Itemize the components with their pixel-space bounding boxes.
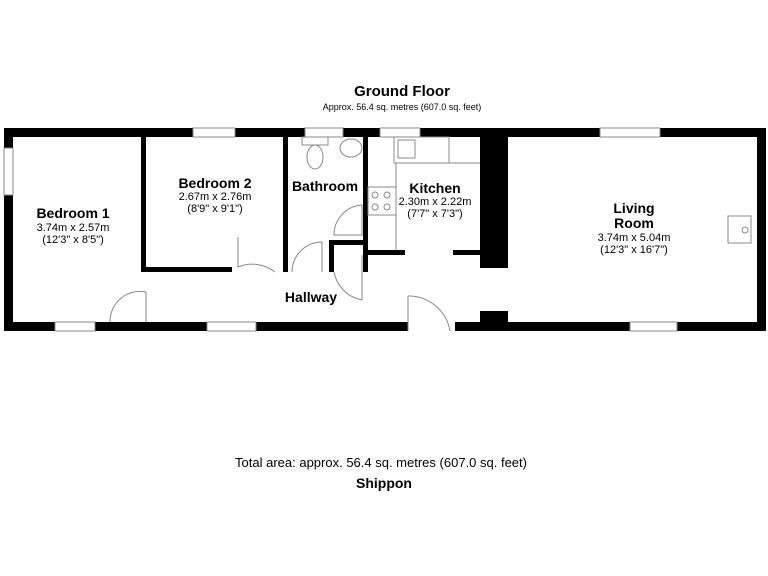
bedroom1-label: Bedroom 1 (36, 205, 110, 221)
fixtures (301, 136, 752, 250)
kitchen-label: Kitchen (409, 180, 461, 196)
kitchen-imperial: (7'7" x 7'3") (407, 208, 463, 220)
kitchen-metric: 2.30m x 2.22m (398, 196, 472, 208)
floor-title: Ground Floor (354, 83, 450, 100)
living-imperial: (12'3" x 16'7") (600, 244, 668, 256)
total-area: Total area: approx. 56.4 sq. metres (607… (235, 455, 527, 470)
hallway-label: Hallway (284, 289, 338, 305)
living-label-1: Living (613, 200, 655, 216)
bedroom2-label: Bedroom 2 (178, 175, 252, 191)
bedroom1-imperial: (12'3" x 8'5") (42, 234, 104, 246)
doors (109, 237, 451, 332)
bedroom2-metric: 2.67m x 2.76m (178, 191, 252, 203)
living-metric: 3.74m x 5.04m (597, 232, 671, 244)
bathroom-label: Bathroom (291, 178, 359, 194)
property-name: Shippon (356, 475, 412, 491)
bedroom1-metric: 3.74m x 2.57m (36, 222, 110, 234)
floor-area: Approx. 56.4 sq. metres (607.0 sq. feet) (322, 102, 482, 112)
living-label-2: Room (614, 215, 654, 231)
bedroom2-imperial: (8'9" x 9'1") (187, 203, 243, 215)
walls (4, 128, 766, 331)
